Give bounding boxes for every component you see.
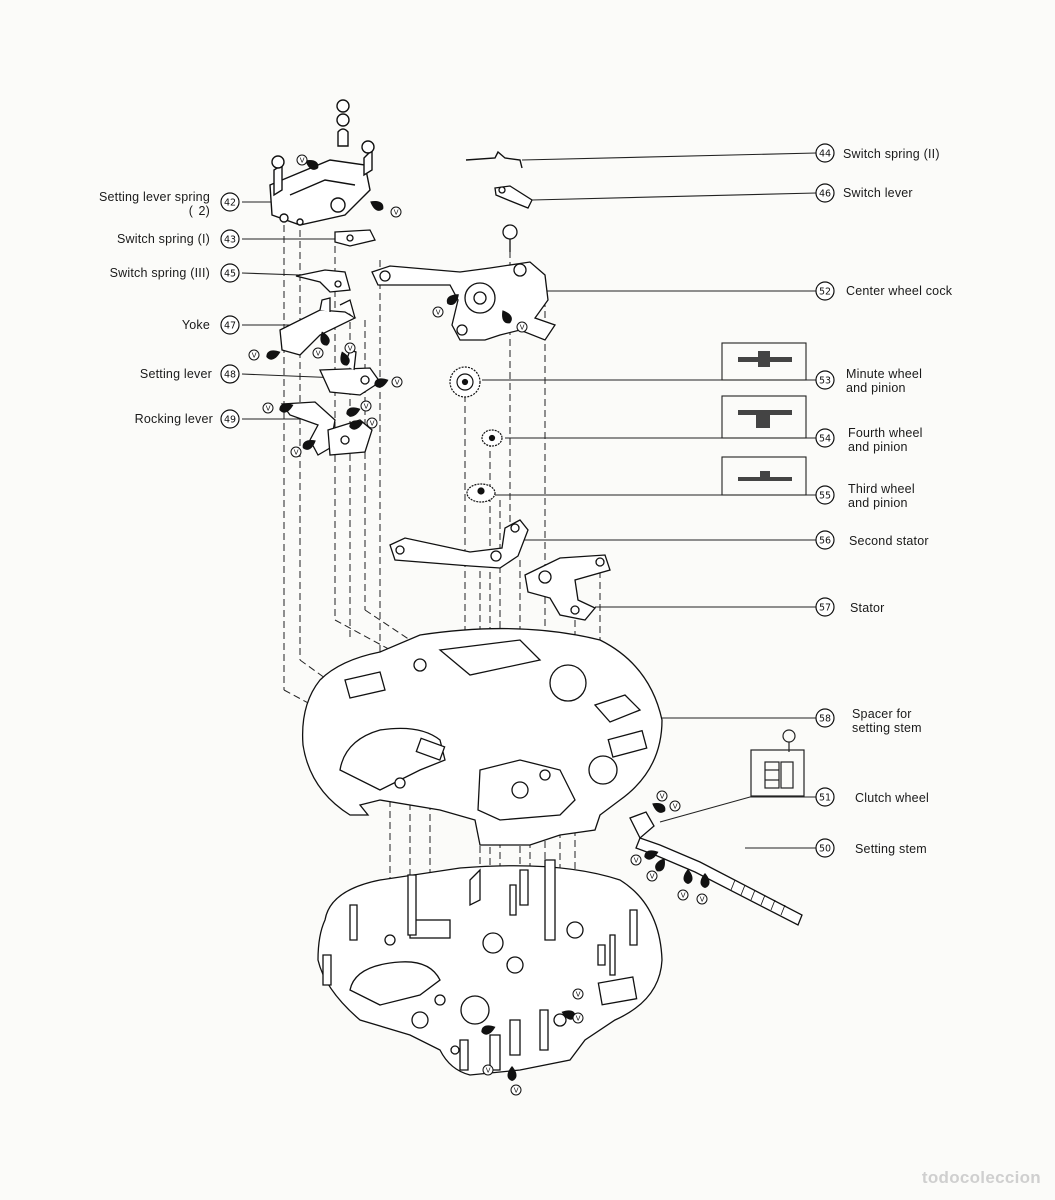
label-switch-lever: Switch lever	[843, 186, 913, 200]
switch-spring-3-part	[295, 269, 351, 293]
label-minute-wheel: Minute wheel and pinion	[846, 367, 923, 395]
oil-letter: V	[681, 892, 686, 900]
yoke-part	[279, 297, 357, 356]
label-setting-lever-spring: Setting lever spring ( 2)	[98, 190, 210, 218]
setting-lever-spring-part	[269, 99, 375, 226]
part-number-42: 42	[224, 198, 236, 209]
oil-letter: V	[520, 324, 525, 332]
label-third-wheel: Third wheel and pinion	[848, 482, 915, 510]
part-number-44: 44	[819, 149, 831, 160]
minute-wheel-part	[449, 366, 481, 398]
oil-letter: V	[700, 896, 705, 904]
label-rocking-lever: Rocking lever	[134, 412, 213, 426]
oil-letter: V	[266, 405, 271, 413]
oil-letter-markers: V V V V V V V V V V V V V V V V V V V V …	[248, 154, 708, 1096]
oil-letter: V	[486, 1067, 491, 1075]
watermark-text: todocoleccion	[921, 1168, 1041, 1187]
part-number-47: 47	[224, 321, 236, 332]
part-number-53: 53	[819, 376, 831, 387]
clutch-wheel-inset	[750, 729, 805, 797]
setting-stem-part	[629, 811, 803, 926]
part-number-56: 56	[819, 536, 831, 547]
label-switch-spring-1: Switch spring (I)	[116, 232, 210, 246]
oil-letter: V	[316, 350, 321, 358]
label-switch-spring-3: Switch spring (III)	[109, 266, 210, 280]
oil-letter: V	[370, 420, 375, 428]
part-number-46: 46	[819, 189, 831, 200]
oil-letter: V	[395, 379, 400, 387]
label-yoke: Yoke	[181, 318, 210, 332]
part-number-43: 43	[224, 235, 236, 246]
part-number-48: 48	[224, 370, 236, 381]
second-stator-part	[389, 519, 529, 569]
label-spacer-setting-stem: Spacer for setting stem	[852, 707, 922, 735]
main-plate-part	[317, 859, 663, 1076]
oil-letter: V	[514, 1087, 519, 1095]
switch-spring-1-part	[334, 229, 376, 247]
oil-letter: V	[673, 803, 678, 811]
rocking-lever-part	[280, 401, 373, 456]
oil-letter: V	[576, 1015, 581, 1023]
label-second-stator: Second stator	[849, 534, 929, 548]
fourth-wheel-part	[481, 429, 503, 447]
oil-letter: V	[294, 449, 299, 457]
part-number-49: 49	[224, 415, 236, 426]
center-wheel-cock-part	[371, 224, 557, 341]
part-number-51: 51	[819, 793, 831, 804]
oil-letter: V	[650, 873, 655, 881]
label-stator: Stator	[850, 601, 885, 615]
label-setting-lever: Setting lever	[139, 367, 212, 381]
switch-spring-2-part	[465, 150, 523, 169]
part-number-58: 58	[819, 714, 831, 725]
part-number-45: 45	[224, 269, 236, 280]
label-clutch-wheel: Clutch wheel	[855, 791, 929, 805]
label-center-wheel-cock: Center wheel cock	[846, 284, 953, 298]
setting-lever-part	[319, 349, 381, 396]
label-switch-spring-2: Switch spring (II)	[843, 147, 940, 161]
label-fourth-wheel: Fourth wheel and pinion	[848, 426, 923, 454]
spacer-plate-part	[301, 627, 663, 846]
oil-letter: V	[634, 857, 639, 865]
third-wheel-part	[466, 483, 496, 503]
oil-letter: V	[252, 352, 257, 360]
oil-letter: V	[660, 793, 665, 801]
label-setting-stem: Setting stem	[855, 842, 927, 856]
oil-letter: V	[348, 345, 353, 353]
wheel-profile-insets	[721, 342, 807, 496]
part-number-52: 52	[819, 287, 831, 298]
part-number-54: 54	[819, 434, 831, 445]
oil-letter: V	[394, 209, 399, 217]
part-number-50: 50	[819, 844, 831, 855]
oil-letter: V	[364, 403, 369, 411]
part-number-57: 57	[819, 603, 831, 614]
part-number-circles: 42 43 45 47 48 49 44 46 52 53 54 55 56 5…	[220, 143, 835, 858]
oil-letter: V	[300, 157, 305, 165]
part-number-55: 55	[819, 491, 831, 502]
switch-lever-part	[494, 185, 533, 209]
stator-part	[524, 554, 611, 621]
oil-letter: V	[436, 309, 441, 317]
oil-letter: V	[576, 991, 581, 999]
